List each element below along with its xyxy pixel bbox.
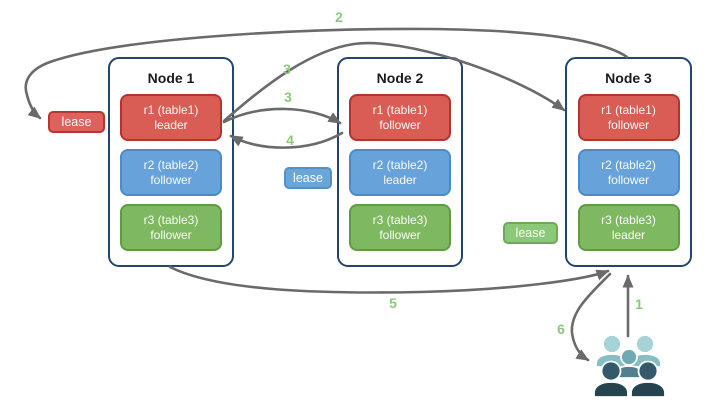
step-label-3a: 3 [283, 61, 291, 77]
replica-name: r1 (table1) [601, 103, 656, 117]
lease-badge-r3: lease [503, 222, 558, 244]
step-label-1: 1 [635, 296, 643, 312]
node1-r1-replica: r1 (table1) leader [120, 94, 222, 141]
replica-name: r3 (table3) [143, 213, 199, 227]
replica-name: r2 (table2) [372, 158, 428, 172]
node-1-title: Node 1 [147, 70, 195, 86]
node-1-box: Node 1 r1 (table1) leader r2 (table2) fo… [108, 57, 234, 267]
replica-name: r3 (table3) [372, 213, 428, 227]
step-label-5: 5 [389, 295, 397, 311]
user-icon-front-left [593, 360, 629, 398]
replica-role: follower [607, 172, 650, 187]
node-3-box: Node 3 r1 (table1) follower r2 (table2) … [565, 57, 692, 267]
replica-name: r2 (table2) [143, 158, 199, 172]
replica-role: leader [611, 227, 646, 242]
arrow-step-3-to-node2 [222, 107, 342, 125]
node-2-box: Node 2 r1 (table1) follower r2 (table2) … [337, 57, 463, 267]
node-3-title: Node 3 [605, 70, 652, 86]
replica-role: leader [154, 117, 188, 132]
node-2-title: Node 2 [376, 70, 424, 86]
step-label-3b: 3 [284, 89, 292, 105]
replica-role: follower [150, 227, 192, 242]
lease-badge-r2: lease [284, 167, 332, 189]
arrow-step-5 [168, 265, 610, 294]
replica-name: r1 (table1) [143, 103, 199, 117]
node3-r3-replica: r3 (table3) leader [577, 204, 680, 251]
node2-r2-replica: r2 (table2) leader [349, 149, 451, 196]
node2-r3-replica: r3 (table3) follower [349, 204, 451, 251]
node1-r3-replica: r3 (table3) follower [120, 204, 222, 251]
lease-badge-r1: lease [48, 111, 105, 133]
replica-name: r3 (table3) [601, 213, 656, 227]
node1-r2-replica: r2 (table2) follower [120, 149, 222, 196]
users-group-icon [593, 334, 666, 398]
replica-name: r1 (table1) [372, 103, 428, 117]
replica-name: r2 (table2) [601, 158, 656, 172]
node3-r1-replica: r1 (table1) follower [577, 94, 680, 141]
user-icon-front-right [630, 360, 666, 398]
step-label-4: 4 [286, 132, 294, 148]
replica-role: follower [379, 227, 421, 242]
step-label-2: 2 [335, 9, 343, 25]
node2-r1-replica: r1 (table1) follower [349, 94, 451, 141]
replica-role: follower [607, 117, 650, 132]
step-label-6: 6 [557, 321, 565, 337]
node3-r2-replica: r2 (table2) follower [577, 149, 680, 196]
replica-role: leader [383, 172, 417, 187]
replica-role: follower [150, 172, 192, 187]
replica-role: follower [379, 117, 421, 132]
